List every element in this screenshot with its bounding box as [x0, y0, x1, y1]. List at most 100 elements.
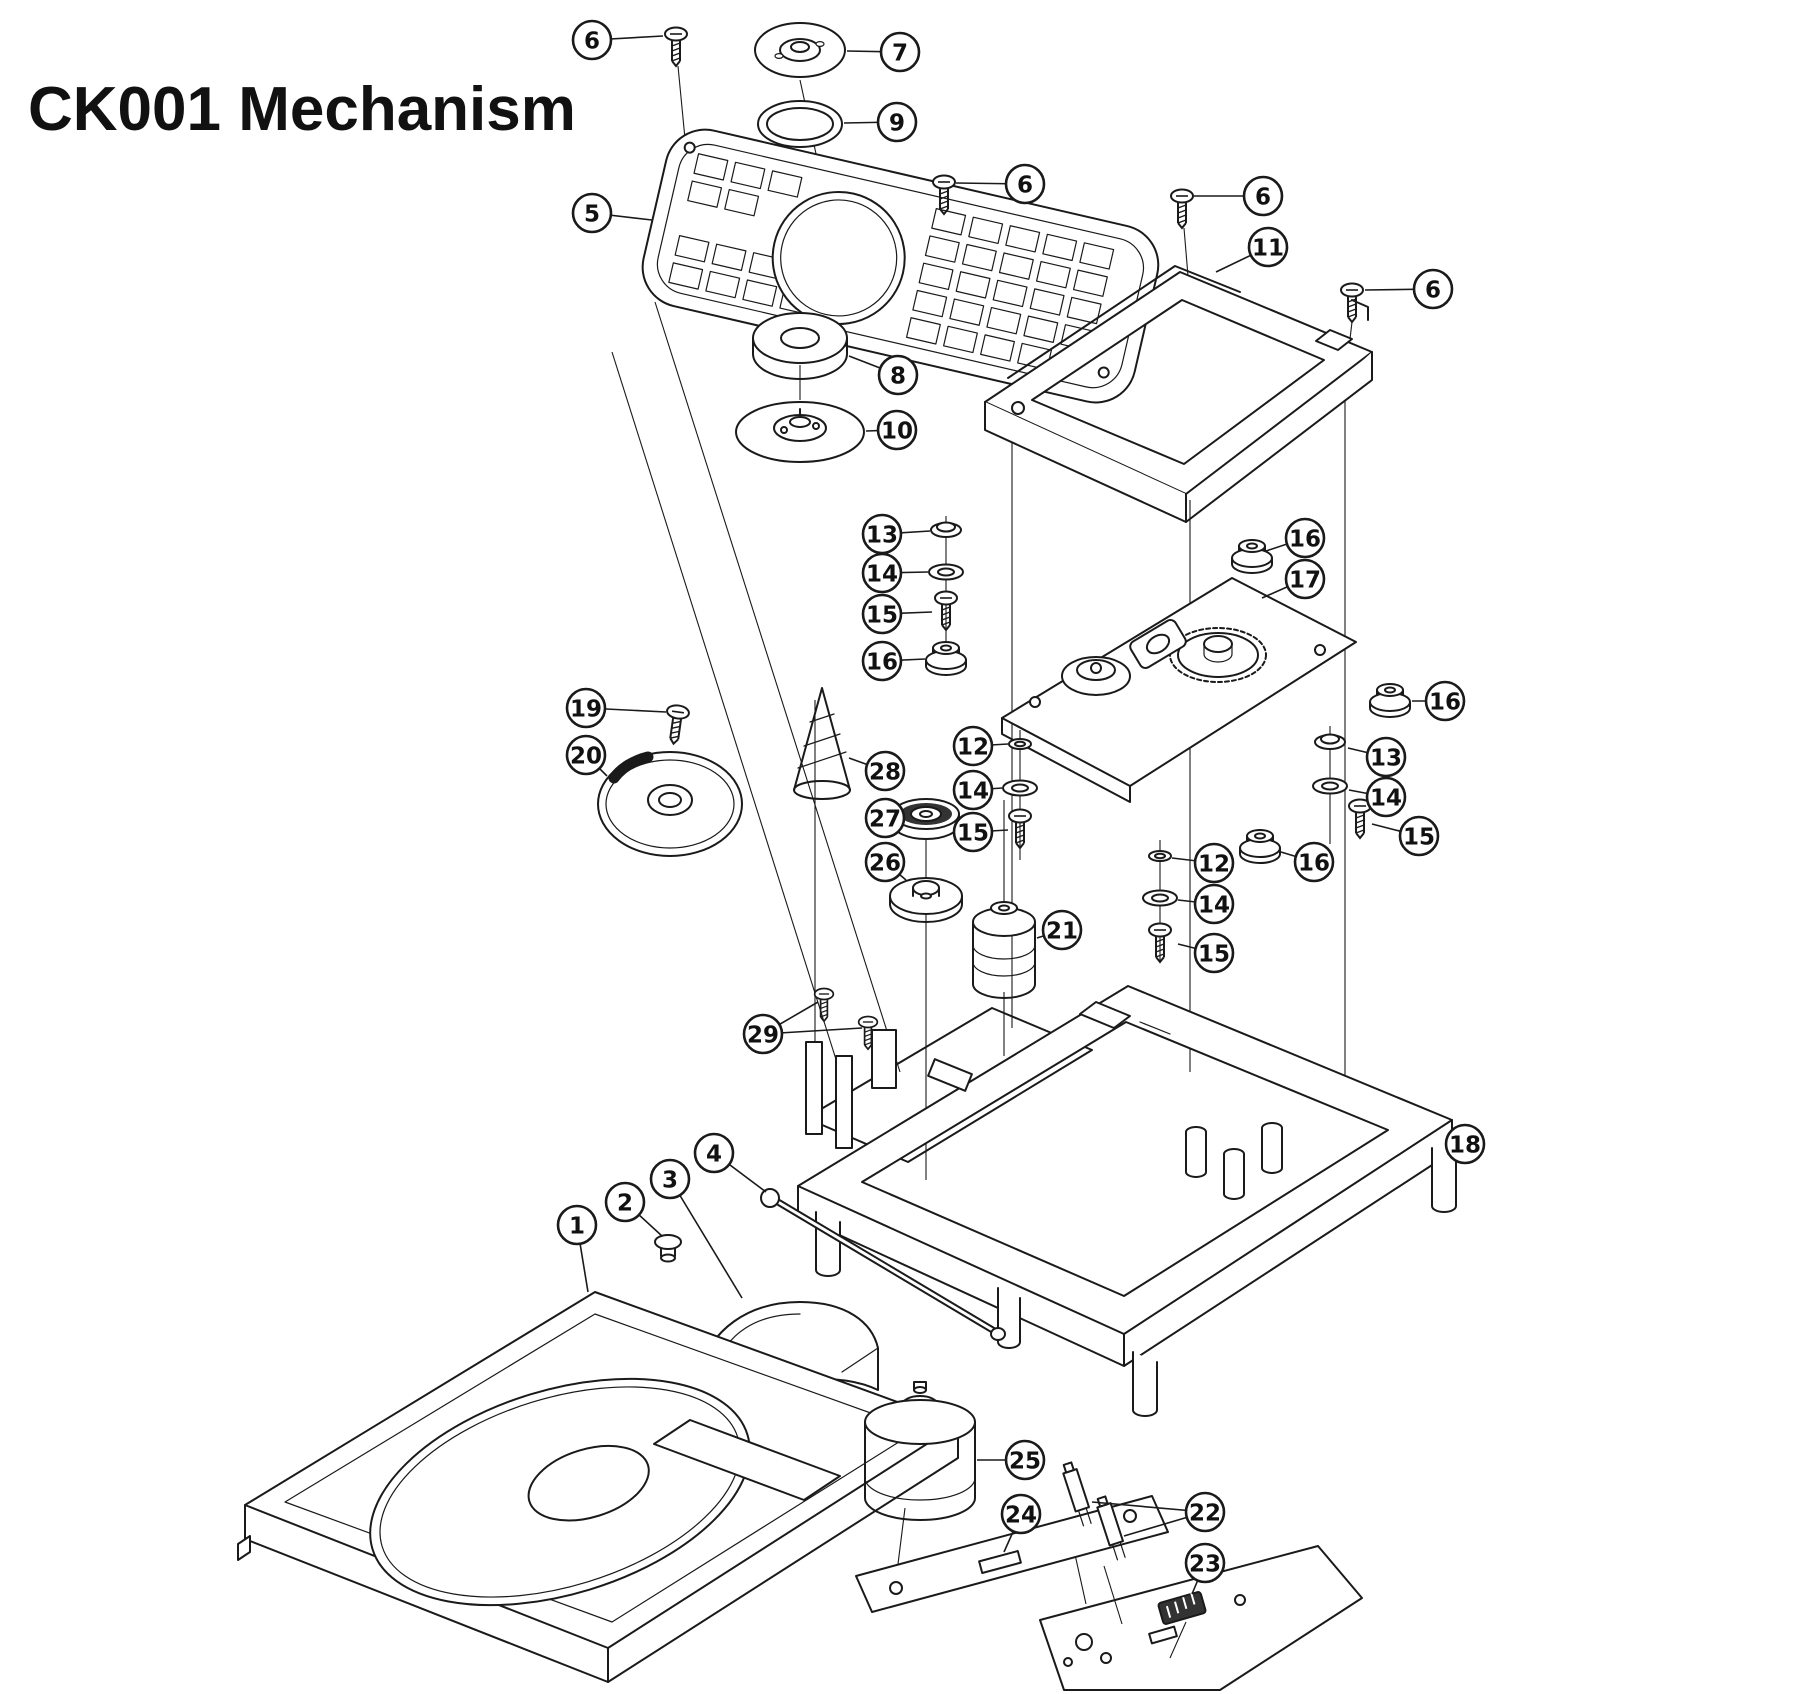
part-7-clamper-cap: [754, 22, 846, 78]
callout-label-4: 4: [706, 1141, 722, 1167]
part-pcb-bottom-board: [1039, 1545, 1363, 1691]
part-2-stud: [654, 1234, 682, 1263]
callout-16: 16: [1293, 841, 1335, 883]
callout-circle-14: [861, 552, 903, 594]
part-21-damper-cylinder: [972, 901, 1036, 999]
page-title: CK001 Mechanism: [28, 75, 576, 144]
callout-11: 11: [1247, 226, 1289, 268]
callout-label-12: 12: [1198, 851, 1230, 877]
callout-circle-5: [571, 192, 613, 234]
callout-label-24: 24: [1005, 1502, 1037, 1528]
callout-circle-28: [864, 750, 906, 792]
callout-9: 9: [876, 101, 918, 143]
callout-label-14: 14: [1370, 785, 1402, 811]
callout-16: 16: [1424, 680, 1466, 722]
callout-circle-25: [1004, 1439, 1046, 1481]
callout-circle-16: [1424, 680, 1466, 722]
callout-17: 17: [1284, 558, 1326, 600]
callout-label-6: 6: [1425, 277, 1441, 303]
callout-circle-12: [1193, 842, 1235, 884]
callout-circle-26: [864, 841, 906, 883]
callout-label-29: 29: [747, 1022, 779, 1048]
callout-circle-4: [693, 1132, 735, 1174]
callout-6: 6: [1412, 268, 1454, 310]
callout-26: 26: [864, 841, 906, 883]
callout-label-14: 14: [866, 561, 898, 587]
callout-label-26: 26: [869, 850, 901, 876]
callout-label-15: 15: [866, 602, 898, 628]
callout-27: 27: [864, 797, 906, 839]
callout-label-14: 14: [1198, 892, 1230, 918]
callout-label-25: 25: [1009, 1448, 1041, 1474]
part-8-clamper-magnet: [752, 312, 848, 380]
callout-label-12: 12: [957, 734, 989, 760]
callout-label-17: 17: [1289, 567, 1321, 593]
callout-circle-20: [565, 734, 607, 776]
callout-circle-10: [876, 409, 918, 451]
callout-5: 5: [571, 192, 613, 234]
leader-line-3: [669, 1178, 743, 1299]
callout-circle-24: [1000, 1493, 1042, 1535]
callout-circle-8: [877, 354, 919, 396]
callout-label-8: 8: [890, 363, 906, 389]
callout-label-3: 3: [662, 1167, 678, 1193]
callout-13: 13: [1365, 736, 1407, 778]
callout-19: 19: [565, 687, 607, 729]
callout-14: 14: [1193, 883, 1235, 925]
callout-label-1: 1: [569, 1213, 585, 1239]
part-24-pcb: [855, 1495, 1169, 1613]
part-9-o-ring: [757, 100, 843, 148]
callout-label-13: 13: [866, 522, 898, 548]
part-17-traverse-assembly: [1001, 577, 1357, 803]
callout-14: 14: [861, 552, 903, 594]
callout-circle-2: [604, 1181, 646, 1223]
callout-label-16: 16: [866, 649, 898, 675]
part-19-screw: [661, 703, 691, 747]
callout-15: 15: [1193, 932, 1235, 974]
callout-16: 16: [861, 640, 903, 682]
part-4-guide-rod: [760, 1188, 1006, 1341]
callout-14: 14: [1365, 776, 1407, 818]
callout-label-28: 28: [869, 759, 901, 785]
callout-circle-14: [1365, 776, 1407, 818]
callout-label-16: 16: [1429, 689, 1461, 715]
callout-7: 7: [879, 31, 921, 73]
part-20-cam-gear: [597, 751, 743, 857]
callout-circle-6: [571, 19, 613, 61]
part-10-turntable: [735, 401, 865, 463]
callout-circle-9: [876, 101, 918, 143]
callout-circle-29: [742, 1013, 784, 1055]
callout-10: 10: [876, 409, 918, 451]
callout-label-21: 21: [1046, 918, 1078, 944]
callout-circle-18: [1444, 1123, 1486, 1165]
callout-15: 15: [952, 811, 994, 853]
callout-16: 16: [1284, 517, 1326, 559]
callout-label-5: 5: [584, 201, 600, 227]
callout-23: 23: [1184, 1542, 1226, 1584]
callout-circle-6: [1004, 163, 1046, 205]
callout-28: 28: [864, 750, 906, 792]
callout-circle-15: [1193, 932, 1235, 974]
callout-21: 21: [1041, 909, 1083, 951]
callout-8: 8: [877, 354, 919, 396]
callout-circle-3: [649, 1158, 691, 1200]
part-28-spring-cone: [793, 687, 851, 800]
parts-layer: [237, 22, 1457, 1691]
callout-circle-27: [864, 797, 906, 839]
callout-label-6: 6: [1017, 172, 1033, 198]
callout-label-10: 10: [881, 418, 913, 444]
callout-circle-23: [1184, 1542, 1226, 1584]
callout-label-15: 15: [1403, 824, 1435, 850]
callout-circle-15: [952, 811, 994, 853]
callout-circle-12: [952, 725, 994, 767]
callout-circle-16: [861, 640, 903, 682]
callout-6: 6: [571, 19, 613, 61]
callout-label-19: 19: [570, 696, 602, 722]
callout-3: 3: [649, 1158, 691, 1200]
callout-13: 13: [861, 513, 903, 555]
callout-label-2: 2: [617, 1190, 633, 1216]
callout-label-15: 15: [957, 820, 989, 846]
part-23-connector: [1157, 1591, 1207, 1625]
